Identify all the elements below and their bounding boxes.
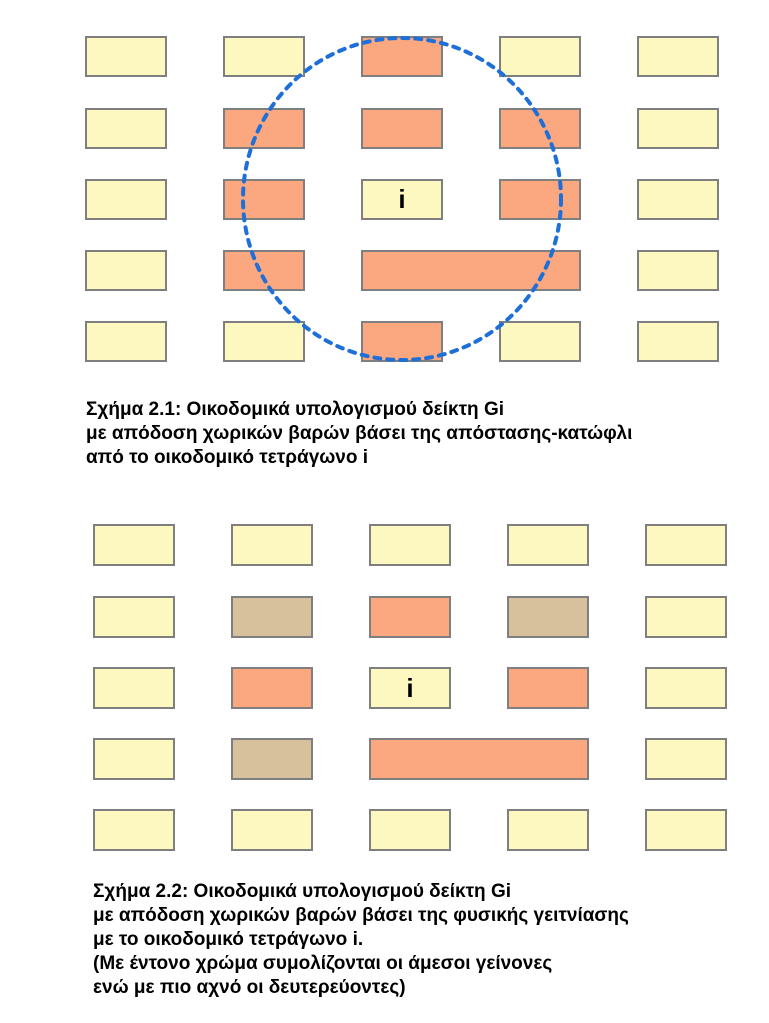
building-block [645, 596, 727, 638]
building-block [231, 596, 313, 638]
caption-line: Σχήμα 2.2: Οικοδομικά υπολογισμού δείκτη… [93, 881, 511, 902]
building-block [645, 809, 727, 851]
caption-line: με το οικοδομικό τετράγωνο i. [93, 929, 364, 950]
building-block [93, 524, 175, 566]
figure-2-2-diagram: i [0, 500, 769, 860]
building-block [93, 596, 175, 638]
caption-line: από το οικοδομικό τετράγωνο i [86, 447, 369, 468]
building-block [85, 108, 167, 149]
building-block [231, 524, 313, 566]
caption-line: Σχήμα 2.1: Οικοδομικά υπολογισμού δείκτη… [86, 399, 504, 420]
caption-line: με απόδοση χωρικών βαρών βάσει της φυσικ… [93, 905, 629, 926]
building-block [637, 321, 719, 362]
building-block [223, 36, 305, 77]
building-block [231, 809, 313, 851]
building-block [637, 179, 719, 220]
caption-line: (Με έντονο χρώμα συμολίζονται οι άμεσοι … [93, 953, 553, 974]
building-block-wide [361, 250, 581, 291]
building-block [507, 809, 589, 851]
building-block [369, 596, 451, 638]
building-block [507, 596, 589, 638]
target-block-label: i [398, 184, 406, 214]
target-block-i: i [369, 667, 451, 709]
target-block-i: i [361, 179, 443, 220]
building-block [499, 108, 581, 149]
building-block [499, 179, 581, 220]
figure-2-1-diagram: i [0, 0, 769, 380]
building-block [85, 36, 167, 77]
figure-2-2-caption: Σχήμα 2.2: Οικοδομικά υπολογισμού δείκτη… [93, 880, 629, 1000]
building-block [223, 321, 305, 362]
building-block [645, 524, 727, 566]
building-block [499, 36, 581, 77]
caption-line: με απόδοση χωρικών βαρών βάσει της απόστ… [86, 423, 633, 444]
building-block [637, 36, 719, 77]
building-block-wide [369, 738, 589, 780]
building-block [231, 667, 313, 709]
building-block [645, 667, 727, 709]
building-block [93, 738, 175, 780]
building-block [223, 108, 305, 149]
building-block [231, 738, 313, 780]
building-block [637, 250, 719, 291]
building-block [85, 250, 167, 291]
building-block [85, 179, 167, 220]
building-block [361, 108, 443, 149]
building-block [361, 321, 443, 362]
caption-line: ενώ με πιο αχνό οι δευτερεύοντες) [93, 977, 406, 998]
building-block [361, 36, 443, 77]
building-block [223, 250, 305, 291]
building-block [369, 809, 451, 851]
target-block-label: i [406, 672, 414, 703]
figure-2-1-caption: Σχήμα 2.1: Οικοδομικά υπολογισμού δείκτη… [86, 398, 632, 470]
building-block [507, 667, 589, 709]
building-block [645, 738, 727, 780]
building-block [637, 108, 719, 149]
building-block [507, 524, 589, 566]
building-block [85, 321, 167, 362]
building-block [93, 667, 175, 709]
building-block [499, 321, 581, 362]
building-block [369, 524, 451, 566]
building-block [223, 179, 305, 220]
building-block [93, 809, 175, 851]
